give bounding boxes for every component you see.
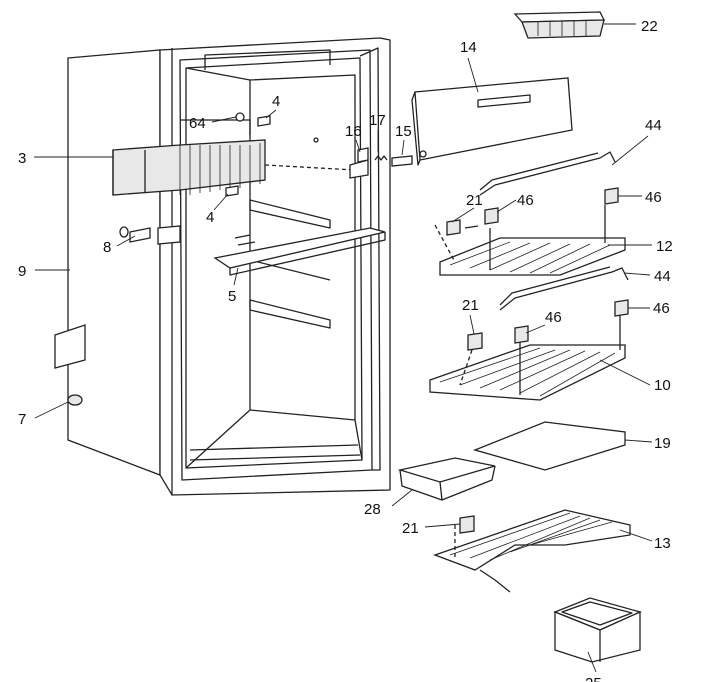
- label-17: 17: [369, 112, 386, 129]
- label-25: 25: [585, 675, 602, 682]
- label-28: 28: [364, 501, 381, 518]
- label-44: 44: [645, 117, 662, 134]
- label-21-b: 21: [462, 297, 479, 314]
- clip-21: [459, 515, 475, 534]
- rack-hanger: [479, 151, 616, 196]
- leader-lines: [34, 23, 653, 673]
- label-10: 10: [654, 377, 671, 394]
- label-9: 9: [18, 263, 26, 280]
- hose: [54, 203, 109, 406]
- bolt-15: [391, 155, 413, 167]
- clip-21: [446, 219, 461, 236]
- label-14: 14: [460, 39, 477, 56]
- label-3: 3: [18, 150, 26, 167]
- label-19: 19: [654, 435, 671, 452]
- freezer-door: [411, 77, 573, 166]
- label-46-b: 46: [645, 189, 662, 206]
- label-15: 15: [395, 123, 412, 140]
- label-46-c: 46: [545, 309, 562, 326]
- label-7: 7: [18, 411, 26, 428]
- label-13: 13: [654, 535, 671, 552]
- clip-46: [514, 325, 529, 344]
- screw: [257, 115, 271, 127]
- crisper-bin: [553, 597, 642, 663]
- label-4-mid: 4: [206, 209, 214, 226]
- clip-46: [604, 187, 619, 205]
- tray-28: [397, 457, 496, 501]
- wire-shelf-13: [433, 509, 631, 593]
- clip-46: [614, 299, 629, 317]
- label-44-mid: 44: [654, 268, 671, 285]
- label-21-a: 21: [466, 192, 483, 209]
- label-5: 5: [228, 288, 236, 305]
- clip-46: [484, 207, 499, 225]
- spring-17: [374, 155, 388, 161]
- wire-shelf-10: [429, 315, 626, 401]
- ice-tray: [513, 11, 606, 39]
- label-16: 16: [345, 123, 362, 140]
- label-12: 12: [656, 238, 673, 255]
- rack-hanger: [499, 267, 629, 311]
- label-46-d: 46: [653, 300, 670, 317]
- label-64: 64: [189, 115, 206, 132]
- label-21-c: 21: [402, 520, 419, 537]
- wire-shelf-12: [434, 205, 626, 276]
- glass-shelf: [472, 421, 626, 471]
- cooling-unit: [112, 139, 356, 196]
- clip-21: [467, 332, 483, 351]
- screw: [225, 185, 239, 197]
- washer: [235, 112, 245, 122]
- bracket-16: [349, 147, 369, 179]
- label-4-top: 4: [272, 93, 280, 110]
- label-22: 22: [641, 18, 658, 35]
- label-46-a: 46: [517, 192, 534, 209]
- label-8: 8: [103, 239, 111, 256]
